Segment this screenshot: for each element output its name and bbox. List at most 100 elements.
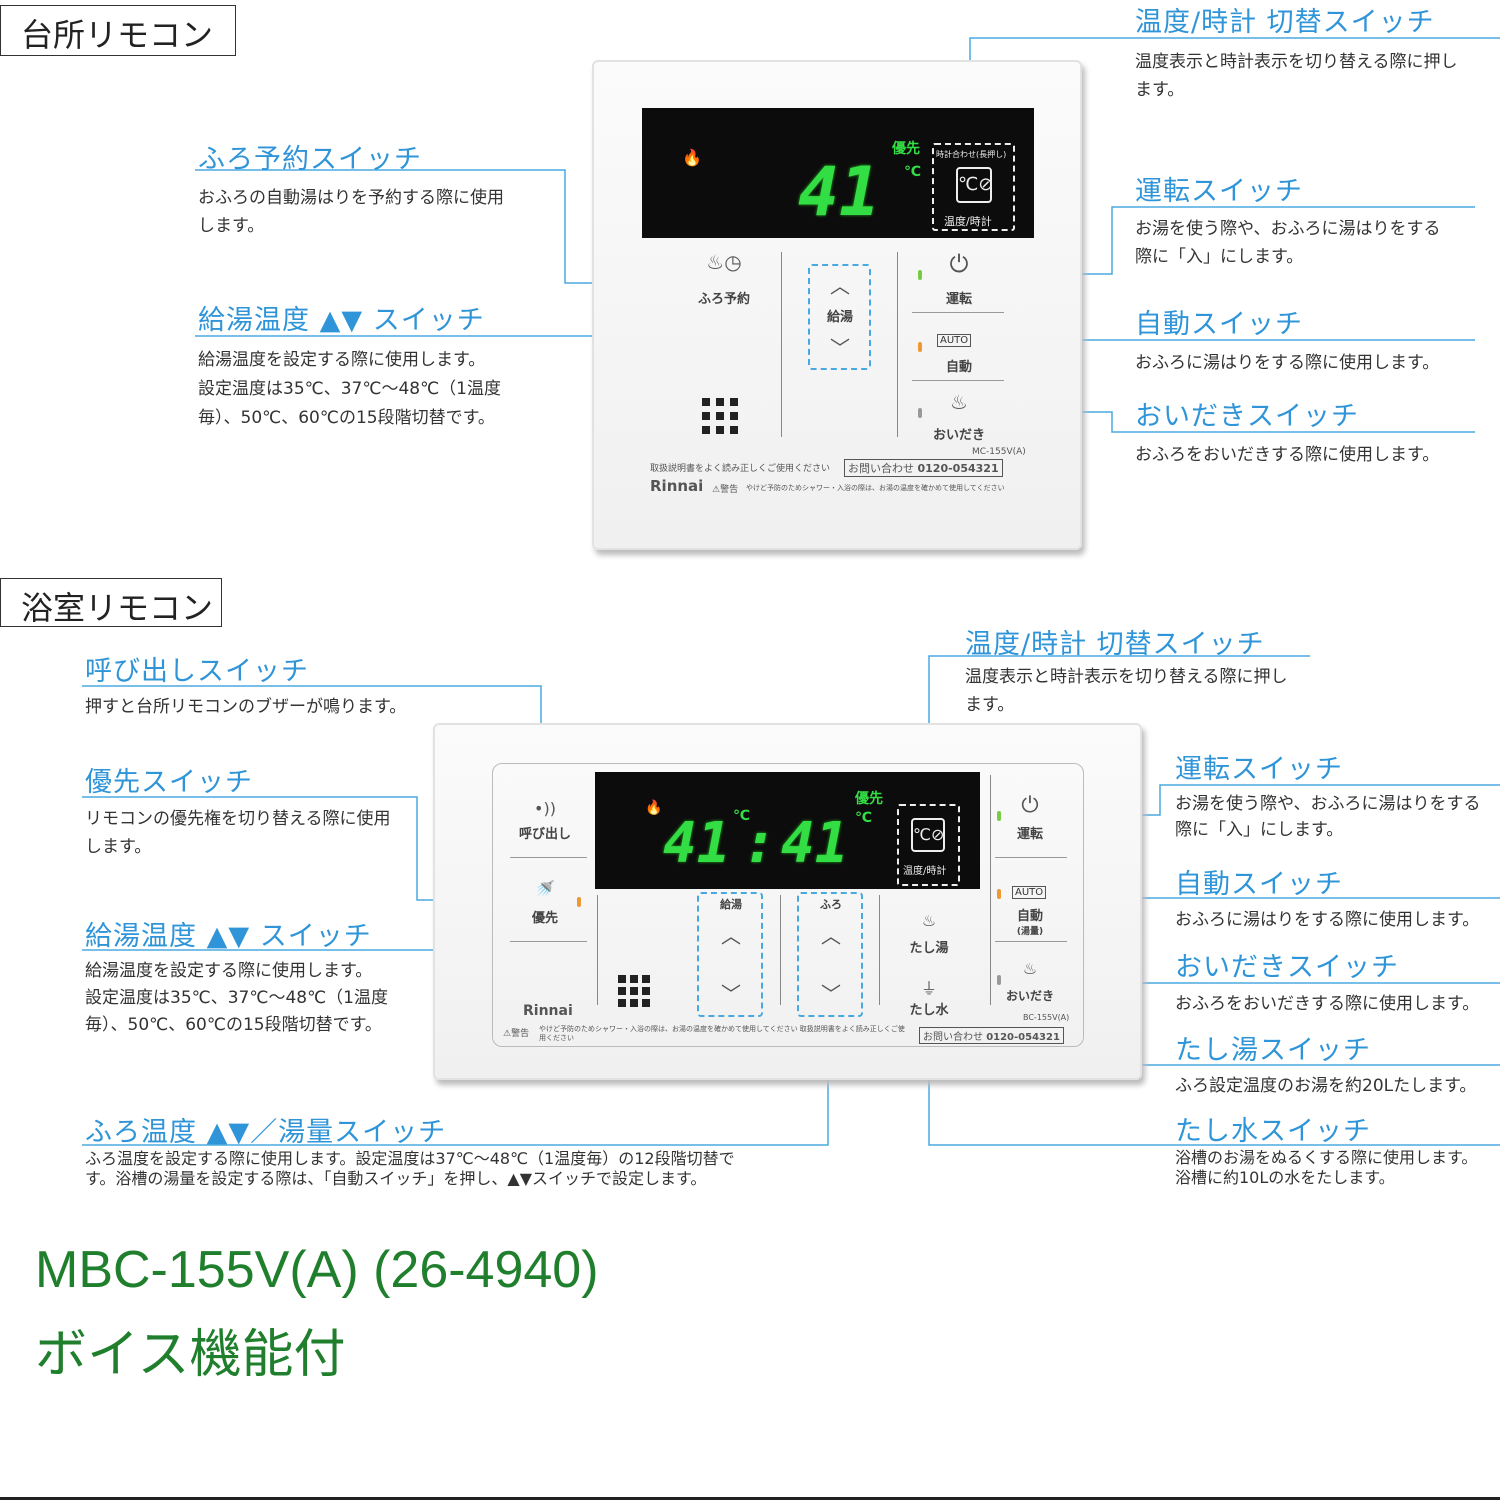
call-button[interactable]: 呼び出し [518,827,572,842]
callout-title: 呼び出しスイッチ [85,656,309,687]
model-label: BC-155V(A) [1023,1013,1070,1022]
up-arrow-icon[interactable]: ︿ [821,924,841,948]
power-button[interactable]: 運転 [1016,827,1044,842]
priority-button[interactable]: 優先 [531,911,559,926]
toggle-label: 温度/時計 [944,215,992,228]
add-hot-button[interactable]: たし湯 [909,941,949,956]
down-arrow-icon[interactable]: ﹀ [721,982,741,1006]
add-hot-icon: ♨ [921,911,937,930]
temp-clock-toggle-button[interactable]: 時計合わせ(長押し) ℃⊘ 温度/時計 [932,143,1015,231]
temp-clock-toggle-button[interactable]: ℃⊘ 温度/時計 [897,804,960,886]
power-icon: ⏻ [1021,793,1039,818]
auto-icon: AUTO [1012,886,1047,899]
divider [990,775,991,1005]
auto-button[interactable]: 自動 [945,360,973,375]
temp-clock-icon: ℃⊘ [956,167,993,203]
clock-set-label: 時計合わせ(長押し) [936,150,1007,159]
auto-led [997,889,1001,899]
unit-label: ℃ [855,810,872,826]
temp-clock-icon: ℃⊘ [911,818,945,852]
callout-desc: 給湯温度を設定する際に使用します。 設定温度は35℃、37℃〜48℃（1温度 毎… [85,961,388,1035]
divider [897,252,898,437]
up-arrow-icon[interactable]: ︿ [830,274,850,298]
callout-desc: リモコンの優先権を切り替える際に使用 します。 [85,809,391,857]
callout-desc: ふろ設定温度のお湯を約20Lたします。 [1175,1076,1477,1096]
callout-desc: ふろ温度を設定する際に使用します。設定温度は37℃〜48℃（1温度毎）の12段階… [85,1149,735,1188]
brand-logo: Rinnai [523,1003,573,1019]
callout-title: 給湯温度 ▲▼ スイッチ [198,305,485,336]
hot-water-temp-switch[interactable]: 給湯 ︿ ﹀ [697,892,763,1017]
reheat-icon: ♨ [950,390,968,414]
reheat-button[interactable]: おいだき [932,428,986,443]
hot-water-temp-switch[interactable]: ︿ 給湯 ﹀ [808,264,871,370]
model-label: MC-155V(A) [972,447,1026,457]
reheat-button[interactable]: おいだき [1005,989,1055,1003]
up-arrow-icon[interactable]: ︿ [721,924,741,948]
bottom-rule [0,1497,1500,1500]
reheat-led [918,408,922,418]
divider [597,895,598,1005]
callout-title: 優先スイッチ [85,767,253,798]
section-kitchen: 台所リモコン [0,5,236,56]
colon: : [743,811,777,876]
down-arrow-icon[interactable]: ﹀ [830,336,850,360]
unit-label: ℃ [733,808,750,824]
divider [510,857,587,858]
callout-desc: お湯を使う際や、おふろに湯はりをする 際に「入」にします。 [1175,794,1481,840]
add-cold-icon: ⏚ [920,979,938,998]
auto-sub-label: (湯量) [1016,927,1044,937]
divider [879,895,880,1005]
reheat-led [997,975,1001,985]
callout-title: 自動スイッチ [1175,869,1343,900]
bath-temp-volume-switch[interactable]: ふろ ︿ ﹀ [797,892,863,1017]
bathroom-remote: 🔥 41 ℃ : 41 優先 ℃ ℃⊘ 温度/時計 •)) 呼び出し 🚿 優先 … [433,723,1142,1080]
warning-label: ⚠警告 [712,485,739,495]
auto-button[interactable]: 自動 [1016,909,1044,924]
callout-title: 運転スイッチ [1135,176,1303,207]
callout-title: おいだきスイッチ [1175,952,1399,983]
bath-reserve-icon: ♨◷ [706,250,742,274]
bath-temperature: 41 [781,811,849,876]
notice-text: 取扱説明書をよく読み正しくご使用ください [650,464,831,474]
power-button[interactable]: 運転 [945,292,973,307]
shower-icon: 🚿 [535,879,555,898]
hot-water-temperature: 41 [663,811,731,876]
bathroom-display: 🔥 41 ℃ : 41 優先 ℃ ℃⊘ 温度/時計 [595,772,980,889]
callout-title: たし湯スイッチ [1175,1035,1371,1066]
reheat-icon: ♨ [1022,959,1038,978]
toggle-label: 温度/時計 [903,866,947,877]
power-led [918,270,922,280]
callout-desc: おふろに湯はりをする際に使用します。 [1175,910,1480,930]
callout-title: ふろ予約スイッチ [198,144,422,175]
callout-desc: 温度表示と時計表示を切り替える際に押し ます。 [1135,52,1458,100]
callout-desc: おふろに湯はりをする際に使用します。 [1135,353,1440,373]
add-cold-button[interactable]: たし水 [909,1003,949,1018]
phone-number: 0120-054321 [917,462,999,475]
unit-label: ℃ [904,164,921,180]
divider [781,252,782,437]
brand-logo: Rinnai [650,477,704,495]
down-arrow-icon[interactable]: ﹀ [821,982,841,1006]
bath-reserve-button[interactable]: ふろ予約 [697,292,751,307]
kitchen-temperature: 41 [798,153,880,232]
priority-indicator: 優先 [855,791,883,807]
power-led [997,811,1001,821]
callout-title: 自動スイッチ [1135,309,1303,340]
flame-icon: 🔥 [682,148,702,167]
phone-box: お問い合わせ 0120-054321 [844,459,1003,477]
callout-title: たし水スイッチ [1175,1116,1371,1147]
phone-label: お問い合わせ [848,462,914,475]
auto-icon: AUTO [937,334,972,347]
warning-text: やけど予防のためシャワー・入浴の際は、お湯の温度を確かめて使用してください [746,484,1005,492]
phone-box: お問い合わせ 0120-054321 [919,1027,1064,1044]
speaker-grille [702,398,738,434]
kitchen-display: 🔥 41 優先 ℃ 時計合わせ(長押し) ℃⊘ 温度/時計 [642,108,1034,238]
inner-panel [492,763,1084,1047]
flame-icon: 🔥 [645,800,663,816]
auto-led [918,342,922,352]
power-icon: ⏻ [949,250,969,278]
divider [780,895,781,1005]
divider [510,941,587,942]
callout-title: 温度/時計 切替スイッチ [1135,7,1435,38]
priority-led [577,897,581,907]
